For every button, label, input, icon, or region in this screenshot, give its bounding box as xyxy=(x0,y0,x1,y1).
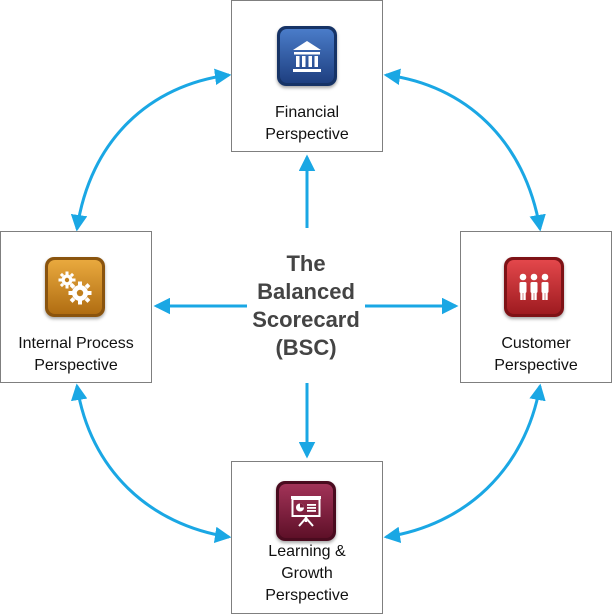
arc-arrow-internal-learning xyxy=(71,383,232,544)
internal-process-perspective-box: Internal Process Perspective xyxy=(0,231,152,383)
center-title-line: (BSC) xyxy=(275,335,337,360)
label-line: Perspective xyxy=(265,587,349,604)
financial-perspective-label: Financial Perspective xyxy=(232,102,382,146)
center-title: The Balanced Scorecard (BSC) xyxy=(226,250,386,362)
financial-perspective-box: Financial Perspective xyxy=(231,0,383,152)
internal-process-perspective-label: Internal Process Perspective xyxy=(1,333,151,377)
arc-arrow-financial-customer xyxy=(383,68,546,232)
bank-building-icon xyxy=(277,26,337,86)
learning-growth-perspective-label: Learning & Growth Perspective xyxy=(232,541,382,607)
learning-growth-perspective-box: Learning & Growth Perspective xyxy=(231,461,383,614)
presentation-board-icon xyxy=(276,481,336,541)
label-line: Perspective xyxy=(494,357,578,374)
customer-perspective-label: Customer Perspective xyxy=(461,333,611,377)
center-title-line: The xyxy=(286,251,326,276)
gears-icon xyxy=(45,257,105,317)
center-title-line: Scorecard xyxy=(252,307,360,332)
people-group-icon xyxy=(504,257,564,317)
label-line: Customer xyxy=(501,335,571,352)
label-line: Growth xyxy=(281,565,333,582)
label-line: Perspective xyxy=(265,126,349,143)
label-line: Internal Process xyxy=(18,335,134,352)
arc-arrow-customer-learning xyxy=(383,383,546,544)
label-line: Perspective xyxy=(34,357,118,374)
customer-perspective-box: Customer Perspective xyxy=(460,231,612,383)
center-title-line: Balanced xyxy=(257,279,355,304)
label-line: Financial xyxy=(274,104,340,121)
arc-arrow-financial-internal xyxy=(70,68,232,232)
label-line: Learning & xyxy=(268,543,346,560)
